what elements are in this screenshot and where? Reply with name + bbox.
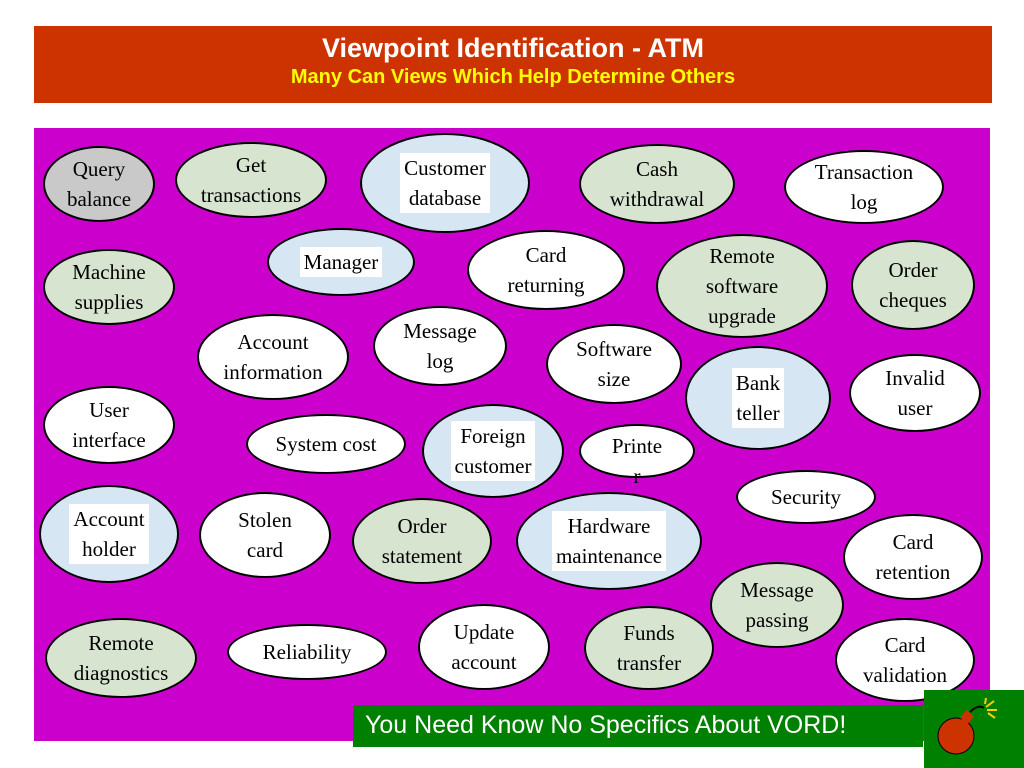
viewpoint-query-balance: Query balance: [43, 146, 155, 222]
footer-banner: You Need Know No Specifics About VORD!: [353, 705, 923, 747]
viewpoint-remote-diagnostics: Remote diagnostics: [45, 618, 197, 698]
viewpoint-card-returning: Card returning: [467, 230, 625, 310]
viewpoint-reliability: Reliability: [227, 624, 387, 680]
viewpoint-message-log: Message log: [373, 306, 507, 386]
banner-text: You Need Know No Specifics About VORD!: [365, 711, 847, 739]
viewpoint-card-validation: Card validation: [835, 618, 975, 702]
viewpoint-stolen-card: Stolen card: [199, 492, 331, 578]
title-bar: Viewpoint Identification - ATM Many Can …: [34, 26, 992, 103]
viewpoint-update-account: Update account: [418, 604, 550, 690]
viewpoint-cash-withdrawal: Cash withdrawal: [579, 144, 735, 224]
viewpoint-remote-software-upgrade: Remote software upgrade: [656, 234, 828, 338]
viewpoint-customer-database: Customer database: [360, 133, 530, 233]
viewpoint-machine-supplies: Machine supplies: [43, 249, 175, 325]
viewpoint-order-statement: Order statement: [352, 498, 492, 584]
viewpoint-user-interface: User interface: [43, 386, 175, 464]
viewpoint-system-cost: System cost: [246, 414, 406, 474]
bomb-icon-box: [924, 690, 1024, 768]
viewpoint-account-information: Account information: [197, 314, 349, 400]
viewpoint-funds-transfer: Funds transfer: [584, 606, 714, 690]
viewpoint-transaction-log: Transaction log: [784, 150, 944, 224]
viewpoint-get-transactions: Get transactions: [175, 142, 327, 218]
viewpoint-card-retention: Card retention: [843, 514, 983, 600]
viewpoint-message-passing: Message passing: [710, 562, 844, 648]
viewpoint-foreign-customer: Foreign customer: [422, 404, 564, 498]
viewpoint-bank-teller: Bank teller: [685, 346, 831, 450]
viewpoint-account-holder: Account holder: [39, 485, 179, 583]
viewpoint-printer: Printe r: [579, 424, 695, 488]
viewpoint-hardware-maintenance: Hardware maintenance: [516, 492, 702, 590]
slide-subtitle: Many Can Views Which Help Determine Othe…: [290, 66, 736, 88]
viewpoint-security: Security: [736, 470, 876, 524]
slide-title: Viewpoint Identification - ATM: [322, 33, 704, 63]
viewpoint-software-size: Software size: [546, 324, 682, 404]
viewpoint-order-cheques: Order cheques: [851, 240, 975, 330]
viewpoint-panel: Query balance Get transactions Customer …: [34, 128, 990, 741]
viewpoint-invalid-user: Invalid user: [849, 354, 981, 432]
viewpoint-manager: Manager: [267, 228, 415, 296]
bomb-icon: [937, 698, 997, 755]
